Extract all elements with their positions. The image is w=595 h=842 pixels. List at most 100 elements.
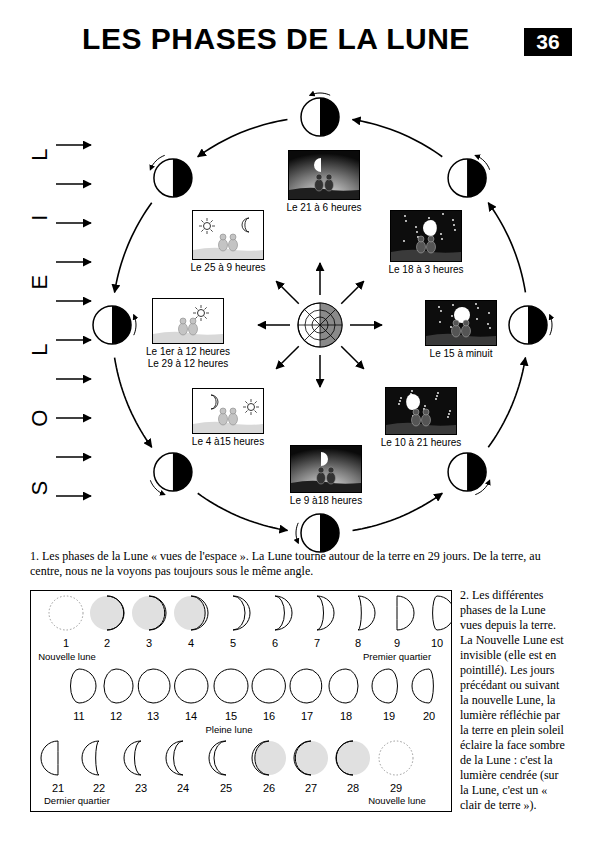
watcher-head [230, 234, 236, 240]
moon-dark-half [467, 159, 486, 197]
day-number: 21 [52, 783, 64, 794]
earthshine [90, 596, 124, 630]
day-number: 23 [135, 783, 147, 794]
moon [406, 394, 420, 410]
sky-scene-panel: Le 15 à minuit [425, 300, 497, 346]
moon-rotation-arrow [475, 155, 489, 169]
star [440, 310, 442, 312]
sky-scene [386, 388, 456, 434]
sun-ray-arrow [56, 183, 91, 185]
orbit [93, 93, 552, 552]
star [405, 220, 407, 222]
phase-name: Pleine lune [205, 725, 252, 735]
star [400, 397, 402, 399]
watcher-figure [412, 414, 421, 426]
star [450, 326, 452, 328]
moon-rotation-arrow [310, 93, 330, 95]
moon-phase [358, 596, 375, 630]
ground [193, 248, 263, 259]
orbit-arrow [488, 358, 525, 448]
ground [386, 423, 456, 434]
sun-rays [56, 145, 91, 496]
ground [153, 332, 223, 343]
sky-scene [193, 389, 263, 433]
star [438, 306, 440, 308]
sun-ray-arrow [56, 417, 91, 419]
watcher-head [230, 408, 236, 414]
phase-name: Premier quartier [363, 652, 431, 662]
moon-phase [294, 741, 311, 775]
earth-grid [304, 309, 335, 340]
orbit-arrow [353, 493, 443, 530]
sun-ray [201, 305, 202, 308]
sky [391, 211, 461, 261]
moon-rotation-arrow [475, 480, 489, 494]
moon-phase [336, 741, 353, 775]
day-number: 14 [185, 711, 197, 722]
moon [314, 158, 321, 172]
day-number: 18 [340, 711, 352, 722]
moon-phase [372, 669, 398, 703]
moon-orbit-position [301, 98, 339, 136]
watcher-figure [315, 179, 324, 191]
moon-rotation-arrow [296, 523, 298, 543]
watcher-figure [427, 241, 436, 253]
scene-time-caption: Le 18 à 3 heures [388, 264, 463, 276]
star [415, 226, 417, 228]
day-number: 4 [188, 638, 194, 649]
sky-scene [289, 151, 359, 199]
watcher-figure [229, 239, 238, 251]
moon-dark-half [528, 306, 547, 344]
sky [153, 299, 223, 343]
sun-ray [205, 317, 207, 319]
sun-ray [199, 226, 202, 227]
moon-phase [82, 741, 99, 775]
orbit-arrow [198, 493, 288, 530]
scene-time-caption: Le 25 à 9 heures [190, 262, 265, 274]
watcher-figure [462, 325, 471, 337]
sun-ray [255, 411, 257, 413]
ground [193, 422, 263, 433]
page-number-badge: 36 [524, 28, 572, 56]
star [437, 392, 439, 394]
sun-ray [207, 231, 208, 234]
sky-scene-panel: Le 10 à 21 heures [385, 387, 457, 435]
sun-ray [243, 407, 246, 408]
watcher-figure [317, 472, 326, 484]
watcher-figure [219, 239, 228, 251]
sun-ray-arrow [56, 456, 91, 458]
watcher-figure [189, 323, 198, 335]
star [403, 240, 405, 242]
star [475, 303, 477, 305]
sky [193, 389, 263, 433]
watcher-head [423, 409, 429, 415]
day-number: 1 [63, 638, 69, 649]
sky [426, 301, 496, 345]
grid-caption: 2. Les différentes phases de la Lune vue… [460, 588, 568, 813]
moon-orbit-position [301, 514, 339, 552]
day-number: 2 [104, 638, 110, 649]
moon-phase [191, 596, 208, 630]
moon-phase [41, 741, 58, 775]
sun-label: SOLEIL [27, 94, 53, 549]
sun-ray [207, 218, 208, 221]
star [439, 321, 441, 323]
sky-scene-panel: Le 18 à 3 heures [390, 210, 462, 262]
day-number: 17 [301, 711, 313, 722]
earth-disc [298, 303, 342, 347]
orbit-arrow [198, 120, 288, 157]
moon-phase [290, 669, 322, 703]
moon [423, 220, 437, 236]
moon-orbit-position [448, 453, 486, 491]
ground [426, 334, 496, 345]
day-number: 13 [147, 711, 159, 722]
sun [198, 310, 205, 317]
watcher-head [180, 318, 186, 324]
star [442, 213, 444, 215]
sun-ray [201, 230, 203, 232]
moon-phase [214, 669, 248, 703]
sky-scene [391, 211, 461, 261]
moon-phase [433, 596, 451, 630]
sun-ray [245, 401, 247, 403]
watcher-head [463, 320, 469, 326]
